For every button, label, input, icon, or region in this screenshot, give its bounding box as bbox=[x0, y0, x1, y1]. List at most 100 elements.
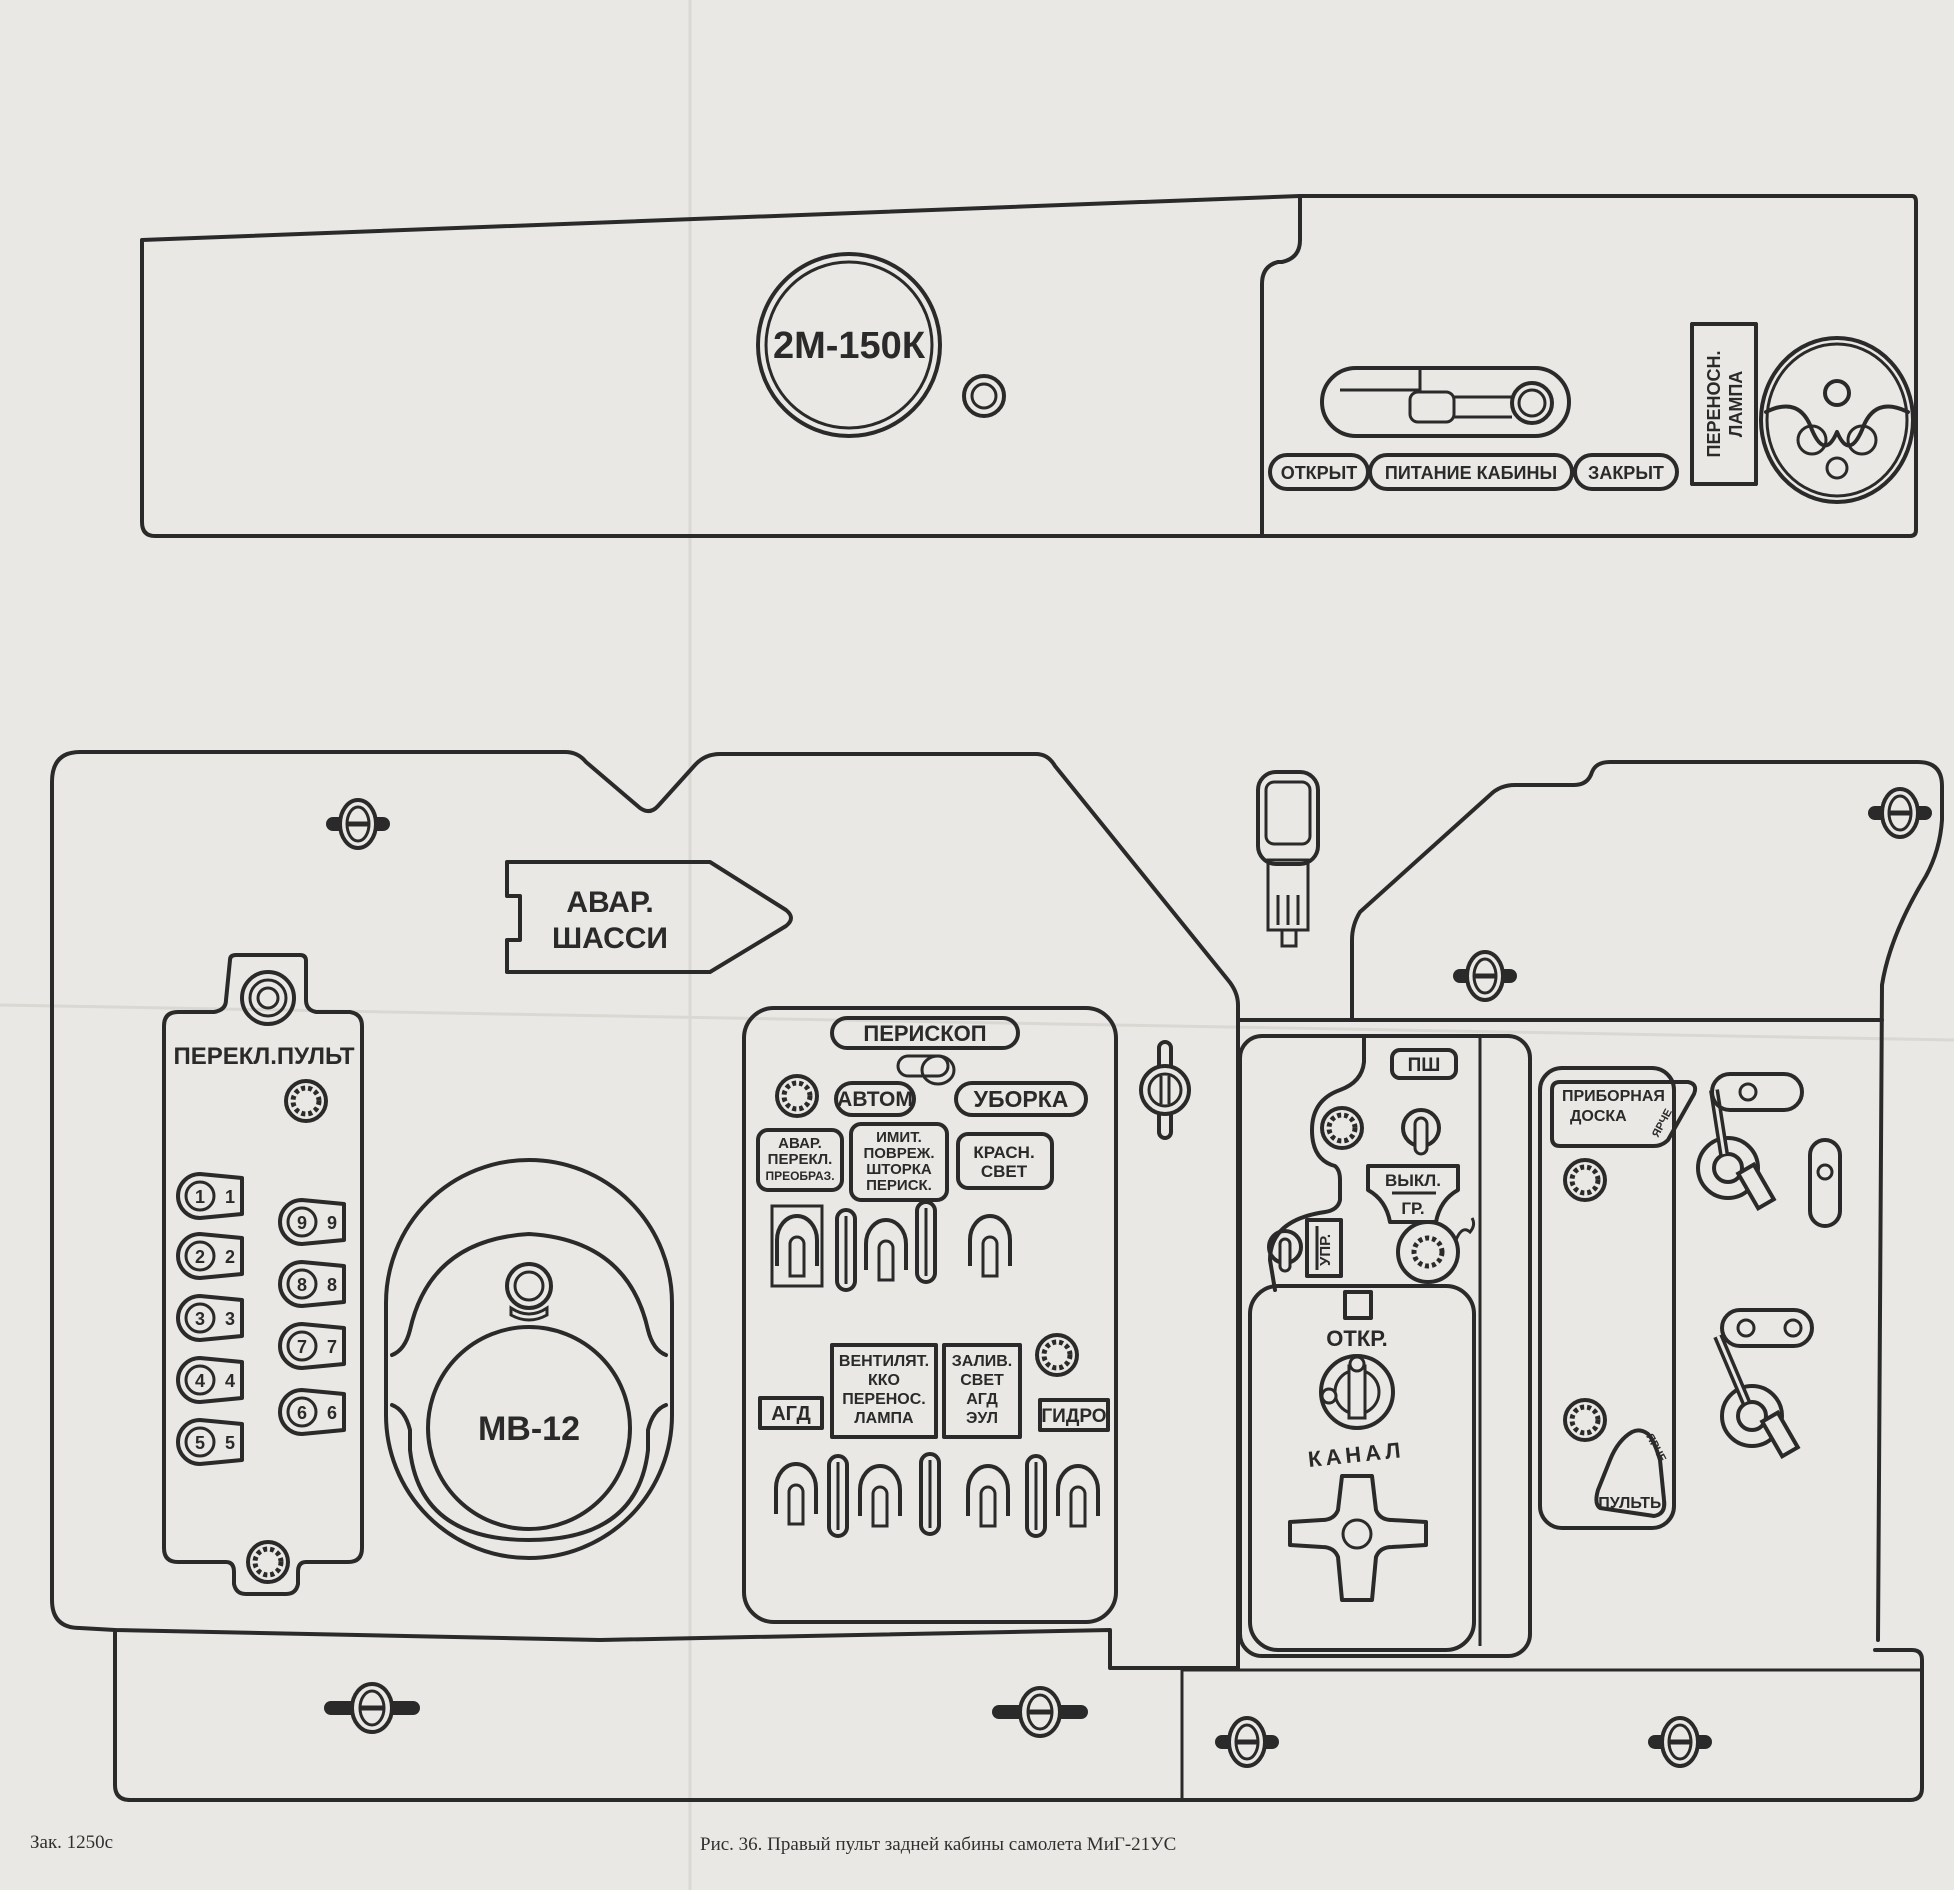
emergency-gear-outline bbox=[505, 860, 793, 974]
channel-label: КАНАЛ bbox=[1307, 1437, 1406, 1472]
rheostat-stop-plate bbox=[1720, 1308, 1814, 1348]
consoles-label: ПУЛЬТЫ bbox=[1598, 1495, 1665, 1512]
consoles-rheostat-knob[interactable] bbox=[1713, 1334, 1801, 1460]
lamp-clip[interactable] bbox=[1764, 404, 1910, 448]
instrument-rheostat-knob[interactable] bbox=[1696, 1089, 1777, 1212]
stop-pin bbox=[1738, 1082, 1758, 1102]
position-label: 7 bbox=[327, 1337, 337, 1357]
position-socket bbox=[184, 1302, 216, 1334]
lower-panel: АВАР. ШАССИ ПЕРЕКЛ.ПУЛЬТ 112233445599887… bbox=[50, 750, 1944, 1802]
flood-label-1: ЗАЛИВ. bbox=[952, 1353, 1013, 1370]
position-plate bbox=[176, 1232, 244, 1280]
stop-pin bbox=[1783, 1318, 1803, 1338]
position-socket bbox=[286, 1396, 318, 1428]
toggle-switch[interactable] bbox=[1056, 1464, 1100, 1528]
position-plate bbox=[278, 1198, 346, 1246]
flood-label-3: АГД bbox=[966, 1391, 998, 1408]
red-light-label-2: СВЕТ bbox=[981, 1162, 1028, 1181]
screws bbox=[324, 787, 1932, 1768]
indicator-lamp-icon bbox=[284, 1079, 328, 1123]
position-number: 4 bbox=[195, 1371, 205, 1391]
mv12-valve[interactable] bbox=[505, 1262, 553, 1310]
switch-guard bbox=[827, 1454, 849, 1538]
valve-ring bbox=[1510, 381, 1554, 425]
indicator-lamp-icon bbox=[1035, 1333, 1079, 1377]
toggle-row-bottom bbox=[774, 1452, 1100, 1538]
valve-slot bbox=[1320, 366, 1571, 438]
position-plate bbox=[176, 1172, 244, 1220]
gauge-2m150k: 2М-150К bbox=[756, 252, 1006, 438]
flood-frame bbox=[942, 1343, 1022, 1439]
screw-icon bbox=[1453, 950, 1517, 1002]
position-plate bbox=[278, 1322, 346, 1370]
switch-guard bbox=[835, 1208, 857, 1292]
channel-cross-handle[interactable] bbox=[1288, 1474, 1428, 1602]
channel-selector[interactable] bbox=[1319, 1354, 1395, 1430]
frame-rotary-knob[interactable] bbox=[1139, 1040, 1191, 1140]
brighter-label-2: ЯРЧЕ bbox=[1643, 1432, 1668, 1464]
gr-rotary-knob[interactable] bbox=[1396, 1220, 1460, 1284]
retract-frame bbox=[954, 1081, 1088, 1117]
mv12-dial bbox=[426, 1325, 632, 1531]
gauge-label: 2М-150К bbox=[773, 325, 926, 367]
oxygen-indicator bbox=[1256, 770, 1320, 948]
rheostat-stop-plate bbox=[1710, 1072, 1804, 1112]
position-socket bbox=[184, 1364, 216, 1396]
position-socket bbox=[184, 1180, 216, 1212]
toggle-switch[interactable] bbox=[858, 1464, 902, 1528]
consoles-dimmer-frame bbox=[1594, 1428, 1667, 1518]
psh-label: ПШ bbox=[1408, 1055, 1441, 1076]
toggle-switch[interactable] bbox=[864, 1218, 908, 1282]
vent-label-3: ПЕРЕНОС. bbox=[842, 1391, 926, 1408]
agd-label: АГД bbox=[771, 1403, 811, 1425]
emergency-gear-label-2: ШАССИ bbox=[552, 922, 668, 955]
position-plate bbox=[176, 1418, 244, 1466]
console-switch-title: ПЕРЕКЛ.ПУЛЬТ bbox=[173, 1043, 354, 1070]
position-socket bbox=[184, 1240, 216, 1272]
console-switch-knob-outer[interactable] bbox=[240, 970, 296, 1026]
position-label: 1 bbox=[225, 1187, 235, 1207]
position-socket bbox=[286, 1206, 318, 1238]
switch-guard bbox=[915, 1200, 937, 1284]
flood-label-2: СВЕТ bbox=[960, 1372, 1004, 1389]
upr-label: УПР. bbox=[1317, 1234, 1334, 1266]
lamp-socket-inner bbox=[1765, 342, 1909, 498]
toggle-switch[interactable] bbox=[968, 1214, 1012, 1278]
position-plate bbox=[176, 1356, 244, 1404]
position-plate bbox=[176, 1294, 244, 1342]
position-socket bbox=[184, 1426, 216, 1458]
lamp-hook-top[interactable] bbox=[1823, 379, 1851, 407]
label-cabin-power-frame bbox=[1368, 453, 1574, 491]
psh-toggle-switch[interactable] bbox=[1401, 1108, 1441, 1156]
mv12-outer bbox=[384, 1158, 674, 1560]
stop-pin bbox=[1816, 1163, 1834, 1181]
screw-icon bbox=[326, 798, 390, 850]
periscope-panel-outline bbox=[742, 1006, 1118, 1624]
position-number: 7 bbox=[297, 1337, 307, 1357]
upr-frame bbox=[1305, 1218, 1343, 1278]
mv12-unit: МВ-12 bbox=[384, 1158, 674, 1560]
emergency-gear-handle[interactable]: АВАР. ШАССИ bbox=[505, 860, 793, 974]
toggle-switch[interactable] bbox=[774, 1462, 818, 1526]
lamp-loop bbox=[1796, 424, 1828, 456]
rheostat-stop-plate bbox=[1808, 1138, 1842, 1228]
indicator-lamp-icon bbox=[1563, 1158, 1607, 1202]
valve-handle[interactable] bbox=[1408, 390, 1456, 424]
cabin-power-valve[interactable] bbox=[1320, 366, 1571, 438]
upr-toggle-switch[interactable] bbox=[1267, 1229, 1303, 1273]
emerg-switch-label-1: АВАР. bbox=[778, 1135, 822, 1152]
gauge-knob[interactable] bbox=[962, 374, 1006, 418]
open-label: ОТКР. bbox=[1326, 1326, 1387, 1351]
periscope-toggle-base bbox=[920, 1054, 956, 1086]
gauge-ring-outer bbox=[756, 252, 942, 438]
vent-label-4: ЛАМПА bbox=[854, 1410, 914, 1427]
left-console-outline bbox=[50, 750, 1240, 1670]
toggle-switch[interactable] bbox=[966, 1464, 1010, 1528]
retract-label: УБОРКА bbox=[974, 1086, 1069, 1112]
imit-label-2: ПОВРЕЖ. bbox=[863, 1145, 934, 1162]
toggle-switch[interactable] bbox=[775, 1214, 819, 1278]
